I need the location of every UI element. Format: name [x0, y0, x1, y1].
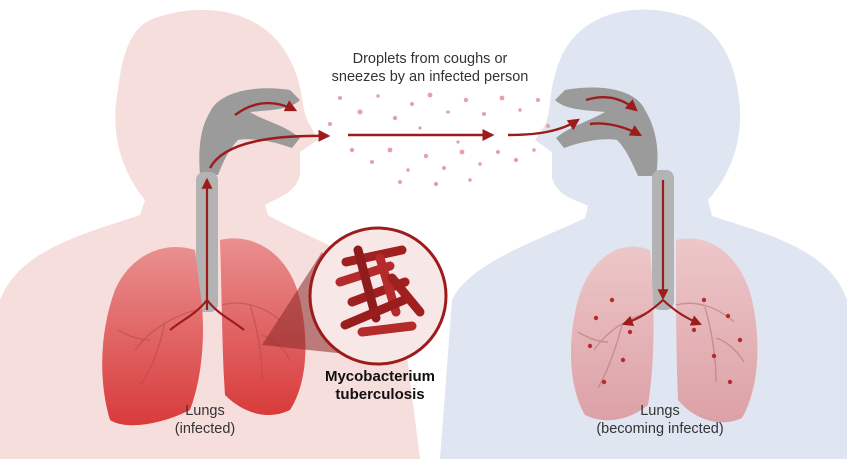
droplets-label-line-1: Droplets from coughs or [300, 50, 560, 68]
infected-lungs-label: Lungs (infected) [140, 402, 270, 438]
droplets-label-line-2: sneezes by an infected person [300, 68, 560, 86]
infected-lungs-label-line-1: Lungs [140, 402, 270, 420]
becoming-infected-lungs-label-line-1: Lungs [560, 402, 760, 420]
infected-lungs-label-line-2: (infected) [140, 420, 270, 438]
droplet-cloud [328, 93, 550, 187]
droplets-label: Droplets from coughs or sneezes by an in… [300, 50, 560, 86]
bacterium-label-line-1: Mycobacterium [300, 368, 460, 386]
becoming-infected-lungs-label: Lungs (becoming infected) [560, 402, 760, 438]
bacterium-label: Mycobacterium tuberculosis [300, 368, 460, 404]
becoming-infected-lungs-label-line-2: (becoming infected) [560, 420, 760, 438]
bacterium-label-line-2: tuberculosis [300, 386, 460, 404]
